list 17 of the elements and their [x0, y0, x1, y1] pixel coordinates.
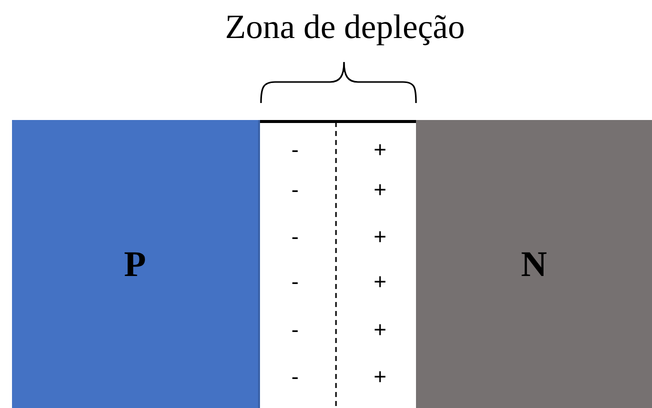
negative-charge: - — [290, 139, 300, 161]
negative-charge: - — [290, 226, 300, 248]
positive-charge: + — [372, 319, 388, 341]
p-region — [12, 120, 260, 408]
negative-charge: - — [290, 319, 300, 341]
positive-charge: + — [372, 366, 388, 388]
negative-charge: - — [290, 366, 300, 388]
diagram-title: Zona de depleção — [224, 8, 466, 48]
positive-charge: + — [372, 271, 388, 293]
negative-charge: - — [290, 271, 300, 293]
positive-charge: + — [372, 226, 388, 248]
positive-charge: + — [372, 179, 388, 201]
region-label: N — [521, 246, 547, 282]
positive-charge: + — [372, 139, 388, 161]
n-region — [416, 120, 652, 408]
region-label: P — [124, 246, 146, 282]
negative-charge: - — [290, 179, 300, 201]
